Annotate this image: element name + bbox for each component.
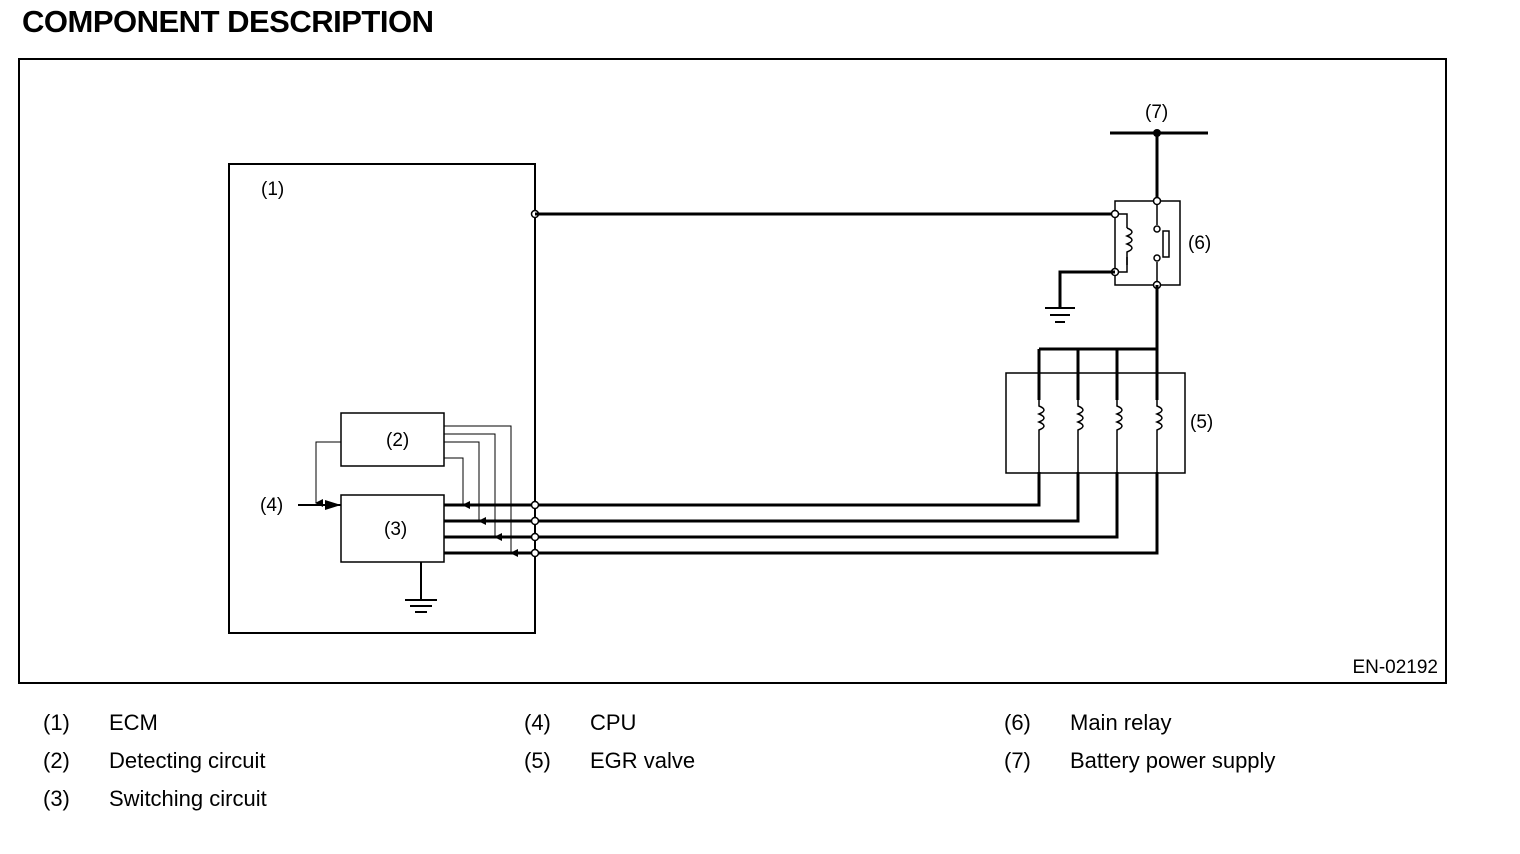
relay-contact-icon [1162, 230, 1170, 258]
ecm-terminals [530, 209, 540, 558]
egr-coil-4-icon [1154, 400, 1163, 472]
main-relay-callout: (6) [1188, 233, 1211, 254]
switching-circuit-callout: (3) [384, 519, 407, 540]
ecm-ground-icon [405, 562, 437, 613]
detection-sense-lines [444, 425, 518, 557]
egr-drive-lines [444, 472, 1159, 555]
detecting-circuit-box [340, 412, 445, 467]
egr-valve-box [1005, 372, 1186, 474]
egr-coils [1036, 400, 1163, 472]
cpu-callout: (4) [260, 495, 283, 516]
diagram-frame [18, 58, 1447, 684]
ecm-callout: (1) [261, 179, 284, 200]
egr-valve-callout: (5) [1190, 412, 1213, 433]
relay-to-egr-lines [1037, 285, 1159, 400]
egr-coil-3-icon [1114, 400, 1123, 472]
egr-coil-2-icon [1075, 400, 1084, 472]
relay-coil-icon [1124, 227, 1133, 265]
ecm-box [228, 163, 536, 634]
figure-code: EN-02192 [1352, 657, 1438, 678]
relay-ground-icon [1045, 270, 1115, 323]
battery-callout: (7) [1145, 102, 1168, 123]
detecting-circuit-callout: (2) [386, 430, 409, 451]
page-title: COMPONENT DESCRIPTION [22, 4, 434, 39]
detect-to-switch-line [315, 441, 341, 507]
switching-circuit-box [340, 494, 445, 563]
egr-coil-1-icon [1036, 400, 1045, 472]
main-relay [1110, 196, 1181, 290]
